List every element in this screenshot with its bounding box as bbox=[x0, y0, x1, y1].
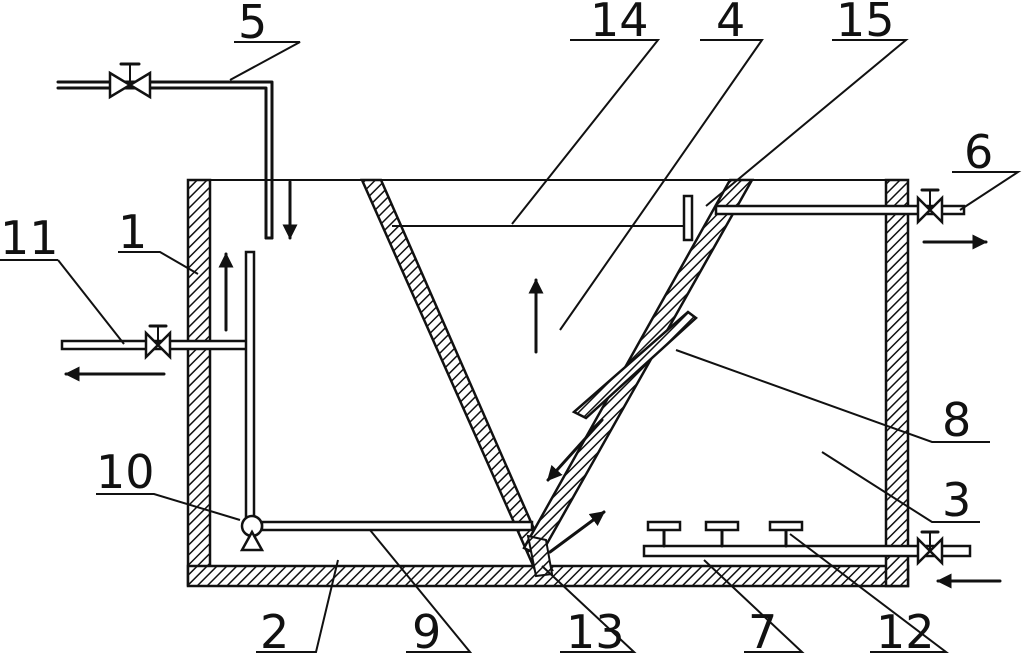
label-6: 6 bbox=[964, 125, 993, 179]
label-12: 12 bbox=[876, 605, 935, 659]
label-13: 13 bbox=[566, 605, 625, 659]
label-9: 9 bbox=[412, 605, 441, 659]
air-valve-icon bbox=[916, 530, 944, 567]
tank-right-wall bbox=[884, 178, 910, 588]
downslope-arrow-icon bbox=[546, 418, 604, 482]
label-7: 7 bbox=[748, 605, 777, 659]
label-10: 10 bbox=[96, 445, 155, 499]
label-8: 8 bbox=[942, 393, 971, 447]
leader-lines bbox=[0, 39, 1022, 653]
baffle-15 bbox=[682, 194, 694, 242]
outlet-pipe-6 bbox=[714, 188, 988, 250]
inlet-valve-icon bbox=[108, 62, 152, 100]
label-2: 2 bbox=[260, 605, 289, 659]
label-4: 4 bbox=[716, 0, 745, 47]
aeration-pipe-7 bbox=[642, 520, 1002, 589]
return-flow-arrow-icon bbox=[548, 510, 606, 554]
pump-riser-pipe bbox=[244, 250, 256, 522]
label-11: 11 bbox=[0, 211, 59, 265]
label-1: 1 bbox=[118, 205, 147, 259]
pump-10-icon bbox=[239, 514, 265, 552]
inlet-pipe-body bbox=[56, 80, 274, 240]
outlet-pipe-body bbox=[714, 204, 966, 216]
label-3: 3 bbox=[942, 473, 971, 527]
part-labels: 5 14 4 15 6 11 1 8 3 10 2 9 13 7 12 bbox=[0, 0, 993, 659]
diffuser-12-icon bbox=[646, 520, 804, 548]
label-15: 15 bbox=[836, 0, 895, 47]
guide-plate-8 bbox=[571, 310, 698, 420]
left-inclined-partition bbox=[360, 178, 554, 574]
label-14: 14 bbox=[590, 0, 649, 47]
label-5: 5 bbox=[238, 0, 267, 49]
inlet-pipe-5 bbox=[56, 62, 298, 240]
discharge-pipe-11 bbox=[60, 324, 252, 382]
inlet-pipe-inner bbox=[56, 86, 268, 240]
discharge-valve-icon bbox=[144, 324, 172, 361]
tank-left-wall bbox=[186, 178, 212, 587]
return-pipe-9 bbox=[260, 520, 534, 532]
outlet-valve-icon bbox=[916, 188, 944, 226]
